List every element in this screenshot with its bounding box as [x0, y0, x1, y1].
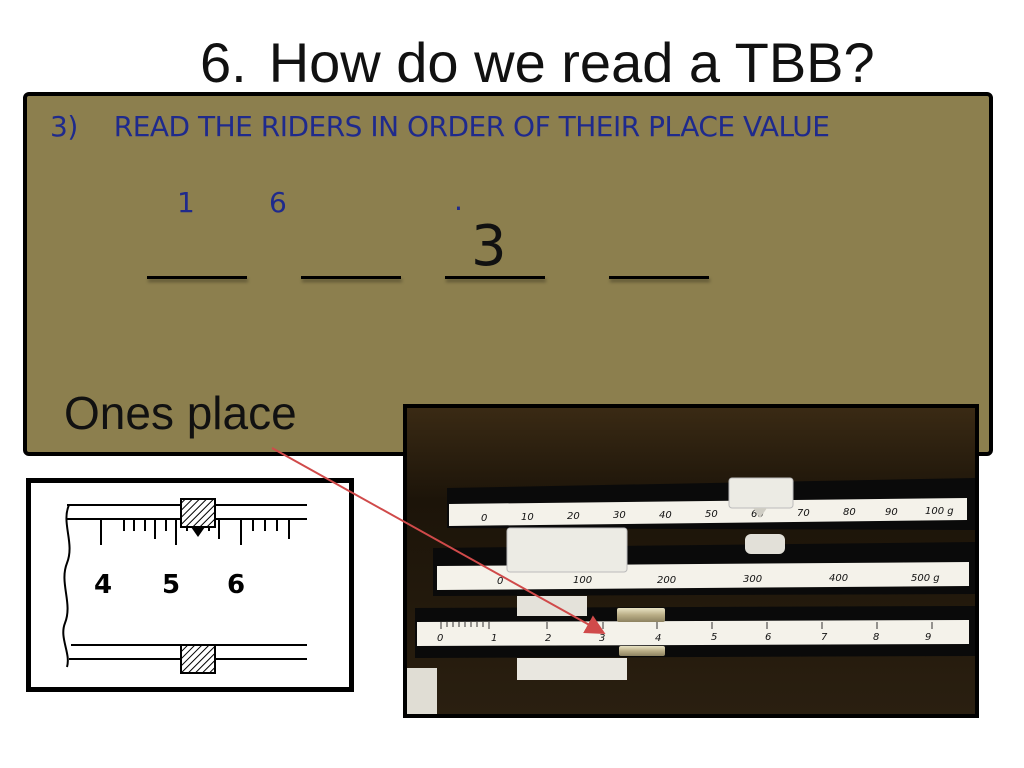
blank-line-1 [147, 276, 247, 279]
bottom-beam-label-6: 6 [765, 632, 771, 643]
ones-place-label: Ones place [64, 387, 297, 439]
title-number: 6. [200, 31, 247, 94]
title-text: How do we read a TBB? [268, 31, 875, 94]
step-number: 3) [50, 110, 78, 143]
top-beam-label-20: 20 [567, 511, 580, 522]
bottom-beam-label-1: 1 [491, 633, 497, 644]
step-text: READ THE RIDERS IN ORDER OF THEIR PLACE … [113, 110, 830, 143]
step-instruction: 3) READ THE RIDERS IN ORDER OF THEIR PLAC… [50, 110, 830, 143]
reading-digit-tenths: 3 [471, 214, 507, 279]
bottom-beam-label-7: 7 [821, 632, 828, 643]
middle-beam-label-400: 400 [829, 573, 848, 584]
content-panel: 3) READ THE RIDERS IN ORDER OF THEIR PLAC… [23, 92, 993, 456]
balance-photo: 0 10 20 30 40 50 60 70 80 90 100 g 0 100… [403, 404, 979, 718]
rider-diagram: 4 5 6 [26, 478, 354, 692]
middle-beam-label-200: 200 [657, 575, 676, 586]
bottom-beam-label-0: 0 [437, 633, 443, 644]
middle-beam-label-500g: 500 g [911, 573, 940, 584]
rider-diagram-drawing: 4 5 6 [62, 498, 307, 674]
rider-bottom [617, 608, 665, 622]
top-beam-label-40: 40 [659, 510, 672, 521]
top-beam-label-50: 50 [705, 509, 718, 520]
top-beam-label-60: 60 [751, 509, 764, 520]
scale-label-6: 6 [227, 570, 245, 600]
middle-beam-label-300: 300 [743, 574, 762, 585]
scale-label-4: 4 [94, 570, 112, 600]
bottom-beam-label-5: 5 [711, 632, 717, 643]
balance-photo-drawing: 0 10 20 30 40 50 60 70 80 90 100 g 0 100… [407, 408, 975, 714]
top-beam-label-10: 10 [521, 512, 534, 523]
bottom-beam-label-8: 8 [873, 632, 879, 643]
top-beam-label-100g: 100 g [925, 506, 954, 517]
blank-line-2 [301, 276, 401, 279]
middle-beam-label-100: 100 [573, 575, 592, 586]
bottom-beam-label-2: 2 [545, 633, 551, 644]
middle-beam-label-0: 0 [497, 576, 503, 587]
rider-middle [506, 527, 628, 573]
slide-title: 6. How do we read a TBB? [200, 30, 875, 95]
top-beam-label-80: 80 [843, 507, 856, 518]
bottom-beam-label-4: 4 [655, 633, 661, 644]
top-beam-label-90: 90 [885, 507, 898, 518]
reading-decimal-point: . [454, 184, 463, 217]
top-beam-label-0: 0 [481, 513, 487, 524]
blank-line-4 [609, 276, 709, 279]
top-beam-label-70: 70 [797, 508, 810, 519]
reading-digit-tens: 1 [177, 186, 195, 219]
bottom-beam-label-9: 9 [925, 632, 931, 643]
bottom-beam-label-3: 3 [599, 633, 605, 644]
blank-line-3 [445, 276, 545, 279]
top-beam-label-30: 30 [613, 510, 626, 521]
reading-digit-ones: 6 [269, 186, 287, 219]
scale-label-5: 5 [162, 570, 180, 600]
rider-icon-top [180, 498, 216, 528]
rider-icon-bottom [180, 644, 216, 674]
